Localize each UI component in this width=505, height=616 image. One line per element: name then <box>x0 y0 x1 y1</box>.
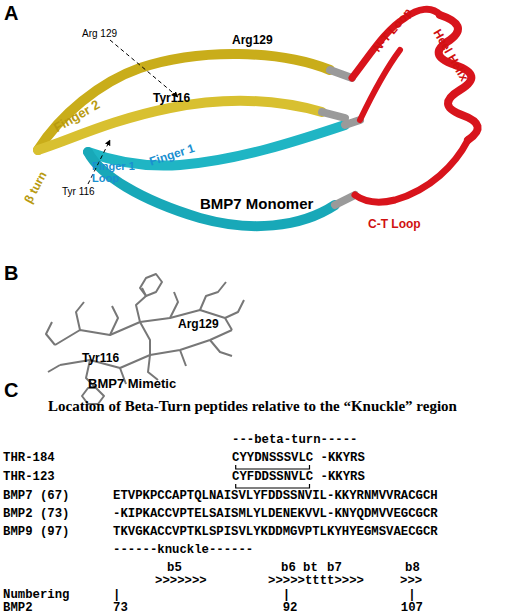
sequence-name: THR-184 <box>3 452 55 466</box>
connector-coil <box>322 70 360 205</box>
figure-title: Location of Beta-Turn peptides relative … <box>0 398 505 415</box>
backbone <box>60 330 232 368</box>
residue-number: 92 <box>283 602 298 616</box>
sequence-row: -KIPKACCVPTELSAISMLYLDENEKVVL-KNYQDMVVEG… <box>113 508 438 522</box>
structure-row: >>>>>>> <box>155 575 207 589</box>
bracket <box>236 465 310 469</box>
residue-label: Arg 129 <box>82 28 117 39</box>
side-chain <box>86 282 232 388</box>
panel-letter: C <box>4 379 18 401</box>
strand-label: b8 <box>405 562 420 576</box>
tick-mark: | <box>283 589 290 603</box>
residue-label: Arg129 <box>232 34 273 47</box>
tick-mark: | <box>408 589 415 603</box>
finger1-strand <box>88 152 335 226</box>
nt-loop <box>360 50 400 120</box>
strand-label: b6 <box>281 562 296 576</box>
sequence-name: THR-123 <box>3 471 55 485</box>
region-marker: ---beta-turn----- <box>232 434 357 448</box>
finger2-strand <box>38 54 330 150</box>
region-marker: ------knuckle------ <box>113 544 253 558</box>
structure-row: >>>>>tttt>>>> <box>268 575 364 589</box>
residue-label: Tyr 116 <box>62 186 95 197</box>
numbering-label: BMP2 <box>3 602 33 616</box>
sequence-row: ETVPKPCCAPTQLNAISVLYFDDSSNVIL-KKYRNMVVRA… <box>113 490 438 504</box>
strand-label: bt <box>303 562 318 576</box>
ribbon-model <box>38 9 478 226</box>
strand-label: b7 <box>327 562 342 576</box>
side-chain <box>46 300 244 372</box>
sequence-row: CYYDNSSSVLC -KKYRS <box>232 452 365 466</box>
model-label: BMP7 Mimetic <box>88 377 176 391</box>
panel-letter: A <box>4 2 18 24</box>
model-label: BMP7 Monomer <box>200 196 313 213</box>
region-label: N-T Loop <box>371 6 415 55</box>
residue-number: 107 <box>401 602 423 616</box>
residue-number: 73 <box>113 602 128 616</box>
leader-line <box>110 40 178 97</box>
region-label: Finger 1 Loop <box>92 160 144 184</box>
side-chain <box>76 288 178 335</box>
sequence-name: BMP7 (67) <box>3 490 69 504</box>
finger1-strand <box>88 125 345 166</box>
numbering-label: Numbering <box>3 589 69 603</box>
sequence-row: CYFDDSSNVLC -KKYRS <box>232 471 365 485</box>
stick-model <box>46 274 244 404</box>
tick-mark: | <box>113 589 120 603</box>
residue-label: Arg129 <box>178 318 219 331</box>
ct-loop <box>355 140 468 202</box>
region-label: C-T Loop <box>368 218 421 231</box>
sequence-row: TKVGKACCVPTKLSPISVLYKDDMGVPTLKYHYEGMSVAE… <box>113 526 438 540</box>
residue-label: Tyr116 <box>153 92 190 105</box>
sequence-name: BMP2 (73) <box>3 508 69 522</box>
bracket <box>236 484 310 488</box>
panel-letter: B <box>4 262 18 284</box>
structure-row: >>> <box>400 575 422 589</box>
strand-label: b5 <box>167 562 182 576</box>
residue-label: Tyr116 <box>82 352 119 365</box>
sequence-name: BMP9 (97) <box>3 526 69 540</box>
region-label: β turn <box>22 169 50 205</box>
